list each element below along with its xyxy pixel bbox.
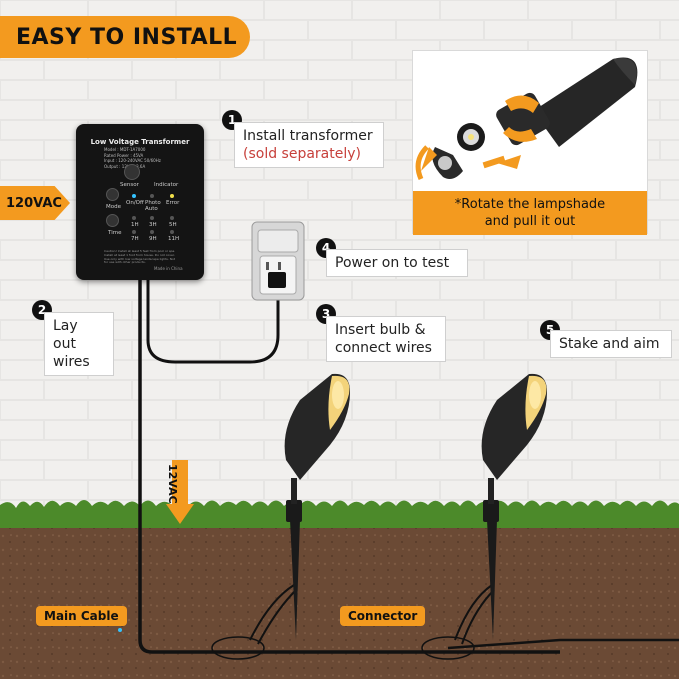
step-4-callout: Power on to test: [326, 249, 468, 277]
step-1-text: Install transformer: [243, 128, 373, 144]
main-cable-wire: [138, 280, 560, 654]
output-voltage-label: 12VAC: [166, 464, 179, 504]
arrow-down-icon: [166, 460, 194, 524]
transformer-indicator-label: Indicator: [154, 182, 179, 188]
connector-right-icon: [421, 636, 475, 660]
transformer-mode-label: Mode: [106, 204, 121, 210]
lamp-icon: [481, 373, 547, 640]
output-voltage-arrow: 12VAC: [166, 460, 194, 524]
transformer: Low Voltage Transformer Model : MDT-1A70…: [76, 124, 204, 280]
transformer-sensor-label: Sensor: [120, 182, 139, 188]
led-photo-auto: [150, 194, 154, 198]
lampshade-rotate-illustration: [415, 57, 638, 181]
banner-title: EASY TO INSTALL: [0, 16, 250, 58]
step-1-callout: Install transformer (sold separately): [234, 122, 384, 168]
connector-label: Connector: [340, 606, 426, 626]
timer-9h-label: 9H: [149, 236, 157, 242]
error-label: Error: [166, 200, 180, 206]
timer-11h-label: 11H: [168, 236, 180, 242]
timer-1h-label: 1H: [131, 222, 139, 228]
transformer-made-in: Made in China: [154, 266, 183, 271]
transformer-specs: Model : MDT-1A7000 Rated Power : 45VA In…: [104, 147, 161, 169]
timer-7h-label: 7H: [131, 236, 139, 242]
step-2-text: Lay out: [53, 318, 78, 352]
main-cable-label: Main Cable: [36, 606, 127, 626]
transformer-time-label: Time: [108, 230, 122, 236]
led-error: [170, 194, 174, 198]
inset-caption: *Rotate the lampshade and pull it out: [413, 191, 647, 235]
soil: [0, 520, 679, 679]
step-3-subtext: connect wires: [335, 340, 432, 356]
step-3-text: Insert bulb &: [335, 322, 426, 338]
step-5-callout: Stake and aim: [550, 330, 672, 358]
step-2-callout: Lay out wires: [44, 312, 114, 376]
inset-caption-line1: *Rotate the lampshade: [454, 197, 606, 212]
step-1-subtext: (sold separately): [243, 146, 361, 162]
step-4-text: Power on to test: [335, 255, 450, 271]
grass: [0, 500, 679, 528]
transformer-time-button: [106, 214, 119, 227]
transformer-caution: Caution! Install at least 5 feet from po…: [104, 249, 176, 265]
photo-auto-label: Photo Auto: [145, 200, 161, 212]
power-cord: [146, 280, 280, 364]
transformer-title: Low Voltage Transformer: [90, 138, 190, 146]
connector-left-icon: [211, 636, 265, 660]
lamp-icon: [284, 373, 350, 640]
step-3-callout: Insert bulb & connect wires: [326, 316, 446, 362]
timer-3h-label: 3H: [149, 222, 157, 228]
on-off-label: On/Off: [126, 200, 144, 206]
outlet-icon: [251, 221, 305, 301]
transformer-sensor: [124, 164, 140, 180]
timer-5h-label: 5H: [169, 222, 177, 228]
transformer-mode-button: [106, 188, 119, 201]
led-on-off: [132, 194, 136, 198]
inset-lampshade-detail: *Rotate the lampshade and pull it out: [412, 50, 648, 235]
input-voltage-arrow: 120VAC: [0, 186, 70, 220]
step-5-text: Stake and aim: [559, 336, 660, 352]
inset-caption-line2: and pull it out: [484, 214, 576, 229]
step-2-subtext: wires: [53, 354, 90, 370]
